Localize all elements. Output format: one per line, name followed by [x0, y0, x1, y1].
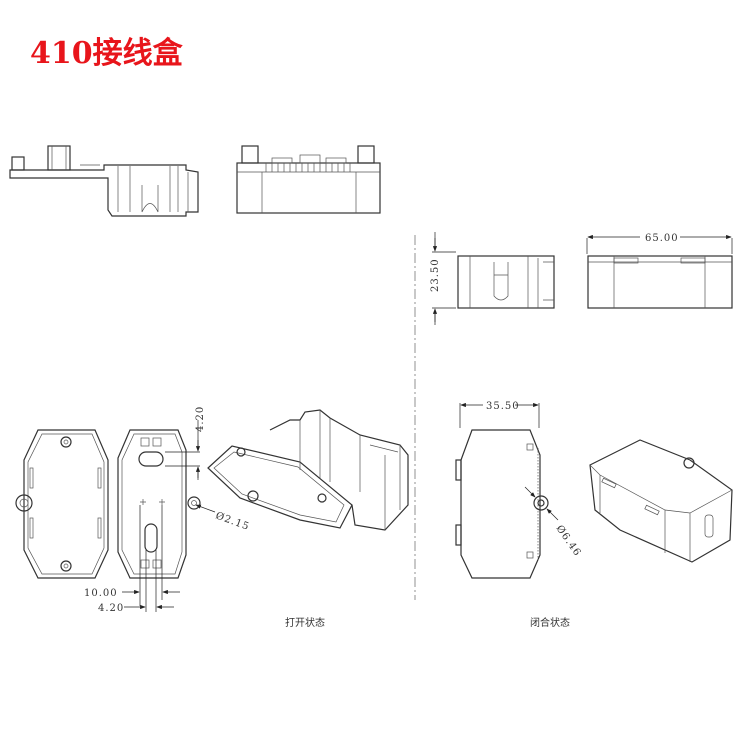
open-isometric-view	[207, 409, 409, 531]
dim-width-label: 35.50	[486, 401, 520, 412]
closed-state-caption: 闭合状态	[530, 616, 570, 629]
dim-height-label: 23.50	[430, 258, 441, 292]
dim-boss-diameter-label: Ø6.46	[554, 523, 583, 558]
dim-slot-height-label: 4.20	[195, 406, 206, 432]
open-state-caption: 打开状态	[285, 616, 325, 629]
page-title: 410接线盒	[30, 36, 183, 71]
dim-pin-spacing-label: 10.00	[84, 588, 118, 599]
closed-top-view: 35.50 Ø6.46	[455, 401, 583, 579]
open-side-view	[9, 145, 199, 217]
closed-front-view: 65.00	[586, 233, 733, 309]
open-top-view: 4.20 Ø2.15 10.00 4.20	[15, 406, 251, 614]
closed-isometric-view	[589, 439, 733, 563]
dim-slot-width-label: 4.20	[98, 603, 124, 614]
closed-side-view: 23.50	[430, 232, 555, 325]
dim-length-label: 65.00	[645, 233, 679, 244]
dim-hole-diameter-label: Ø2.15	[214, 510, 251, 532]
open-front-view	[236, 145, 381, 214]
